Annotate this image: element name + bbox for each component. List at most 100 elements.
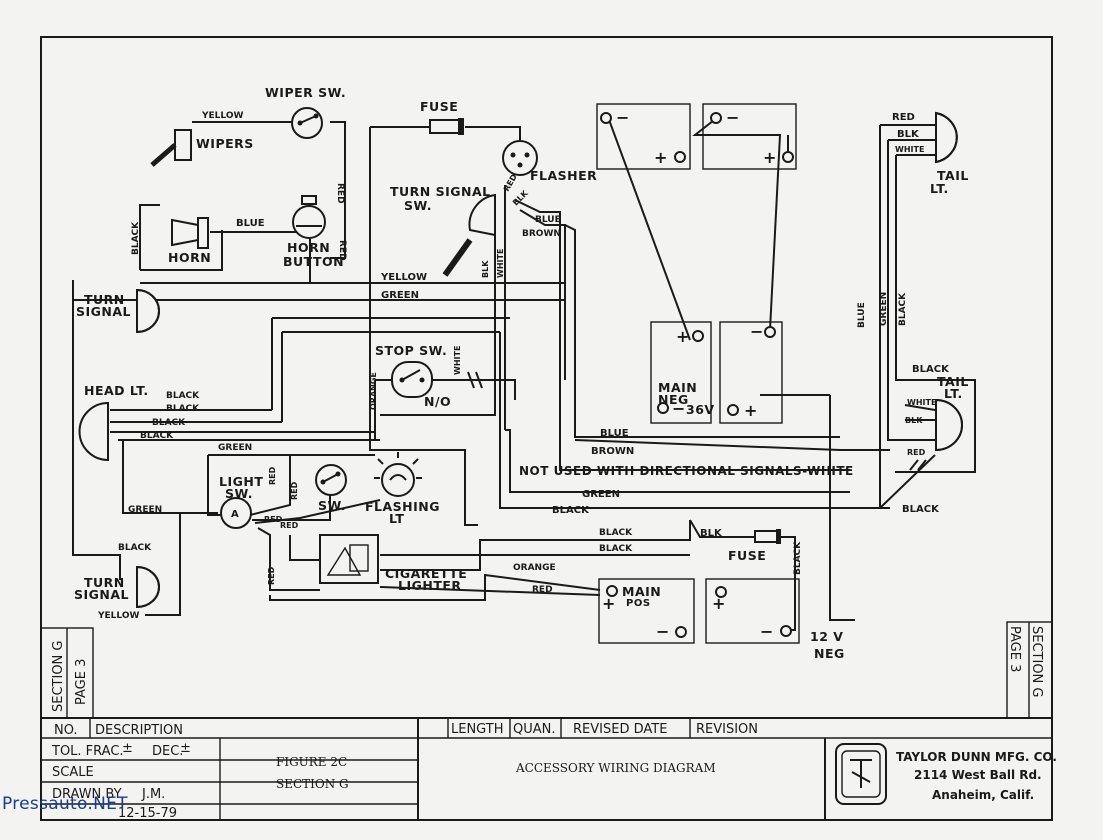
accessory-switch-icon[interactable] xyxy=(315,464,347,496)
wire-lines xyxy=(72,116,976,631)
turn-signal-switch-icon[interactable] xyxy=(468,193,496,237)
wire-red-ls-5: RED xyxy=(267,566,276,585)
wire-red-ls-1: RED xyxy=(268,466,277,485)
wire-white-tail-mid: WHITE xyxy=(907,398,936,407)
stop-switch-icon[interactable] xyxy=(391,361,433,398)
main-neg-label-2: NEG xyxy=(658,392,689,407)
tol-frac-mark: ± xyxy=(122,741,133,756)
light-switch-icon[interactable] xyxy=(220,497,252,529)
main-neg-label-3: 36V xyxy=(686,402,715,417)
sw-label: SW. xyxy=(318,498,346,513)
svg-text:+: + xyxy=(602,594,616,613)
watermark-text: Pressauto.NET xyxy=(2,794,128,814)
svg-text:−: − xyxy=(750,322,764,341)
wiper-sw-label: WIPER SW. xyxy=(265,85,346,100)
light-sw-label-1: LIGHT xyxy=(219,474,263,489)
company-city: Anaheim, Calif. xyxy=(932,788,1034,802)
head-light-icon xyxy=(78,401,109,462)
wire-blue-bottom: BLUE xyxy=(600,428,629,439)
flashing-light-icon xyxy=(381,463,415,497)
horn-button-icon[interactable] xyxy=(292,205,326,239)
main-pos-label-1: MAIN xyxy=(622,584,661,599)
wire-orange-cig: ORANGE xyxy=(513,563,556,573)
wire-white-tail: WHITE xyxy=(895,145,924,154)
wiper-switch-icon[interactable] xyxy=(291,107,323,139)
wire-black-hl-2: BLACK xyxy=(166,404,200,414)
page-left-label: PAGE 3 xyxy=(74,659,89,705)
turn-signal-sw-label-1: TURN SIGNAL xyxy=(390,184,491,199)
tol-frac-label: TOL. FRAC. xyxy=(51,744,124,759)
wire-red-horn: RED xyxy=(335,183,345,204)
neg-12v-label-2: NEG xyxy=(814,646,845,661)
wire-red-tail-mid: RED xyxy=(907,448,926,457)
scale-label: SCALE xyxy=(52,765,94,780)
revised-date-header: REVISED DATE xyxy=(573,722,667,737)
light-sw-label-2: SW. xyxy=(225,486,253,501)
turn-signal-sw-label-2: SW. xyxy=(404,198,432,213)
svg-text:+: + xyxy=(676,327,690,346)
flashing-lt-label-1: FLASHING xyxy=(365,499,440,514)
company-address: 2114 West Ball Rd. xyxy=(914,768,1042,782)
horn-button-label-1: HORN xyxy=(287,240,330,255)
tail-light-top-icon xyxy=(935,111,958,164)
length-header: LENGTH xyxy=(451,722,504,737)
svg-text:A: A xyxy=(231,509,239,520)
svg-text:+: + xyxy=(654,148,668,167)
wire-blue-horn: BLUE xyxy=(236,218,265,229)
turn-signal-top-label-2: SIGNAL xyxy=(76,304,131,319)
no-label: N/O xyxy=(424,394,451,409)
svg-text:−: − xyxy=(656,622,670,641)
wire-blue-ts: BLUE xyxy=(535,215,561,225)
flashing-lt-label-2: LT xyxy=(389,511,404,526)
wipers-label: WIPERS xyxy=(196,136,254,151)
cigarette-label-2: LIGHTER xyxy=(398,578,462,593)
svg-text:+: + xyxy=(744,401,758,420)
turn-signal-top-lamp-icon xyxy=(136,288,160,334)
turn-signal-bot-label-1: TURN xyxy=(84,575,125,590)
wire-red-ls-4: RED xyxy=(280,521,299,530)
company-logo-icon xyxy=(835,743,887,805)
wire-black-cig-1: BLACK xyxy=(599,528,633,538)
svg-text:+: + xyxy=(763,148,777,167)
page-right-label: PAGE 3 xyxy=(1007,626,1022,672)
wire-black-hl-1: BLACK xyxy=(166,391,200,401)
wire-green-bottom: GREEN xyxy=(582,489,620,500)
wire-red-cig: RED xyxy=(532,585,553,595)
drawn-by-label: DRAWN BY xyxy=(52,787,122,802)
section-right-label: SECTION G xyxy=(1029,626,1044,697)
description-header: DESCRIPTION xyxy=(95,723,183,738)
wire-blk-tail: BLK xyxy=(897,129,920,140)
dec-mark: ± xyxy=(180,741,191,756)
fuse-top-icon xyxy=(429,119,461,134)
quan-header: QUAN. xyxy=(513,722,556,737)
wire-not-used-label: NOT USED WITH DIRECTIONAL SIGNALS-WHITE xyxy=(519,464,854,478)
wire-white-ts: WHITE xyxy=(496,249,505,278)
svg-text:−: − xyxy=(672,399,686,418)
wire-green-right: GREEN xyxy=(879,292,889,326)
wire-red-tail: RED xyxy=(892,112,915,123)
svg-text:+: + xyxy=(712,594,726,613)
wire-yellow-tsb: YELLOW xyxy=(97,611,139,621)
horn-icon xyxy=(171,218,199,247)
tail-lt-top-label-1: TAIL xyxy=(937,168,969,183)
tail-lt-top-label-2: LT. xyxy=(930,181,949,196)
wire-black-fuse: BLACK xyxy=(793,541,803,575)
wire-red-ls-3: RED xyxy=(264,515,283,524)
wire-yellow-wiper: YELLOW xyxy=(201,111,243,121)
battery-top-2: − + xyxy=(702,103,797,170)
battery-main-neg: + − xyxy=(650,321,712,424)
cigarette-lighter-icon xyxy=(319,534,379,584)
wire-blk-ts-2: BLK xyxy=(481,260,490,278)
main-pos-label-2: POS xyxy=(626,598,651,609)
wire-black-cig-2: BLACK xyxy=(599,544,633,554)
wire-black-bottom: BLACK xyxy=(552,505,590,516)
wire-red-horn-2: RED xyxy=(337,240,347,261)
battery-main-pos: + − xyxy=(598,578,695,644)
tail-lt-mid-label-1: TAIL xyxy=(937,374,969,389)
svg-text:−: − xyxy=(616,108,630,127)
battery-12v: + − xyxy=(705,578,800,644)
battery-top-1: − + xyxy=(596,103,691,170)
company-name: TAYLOR DUNN MFG. CO. xyxy=(896,750,1057,764)
wire-brown-bottom: BROWN xyxy=(591,446,634,457)
